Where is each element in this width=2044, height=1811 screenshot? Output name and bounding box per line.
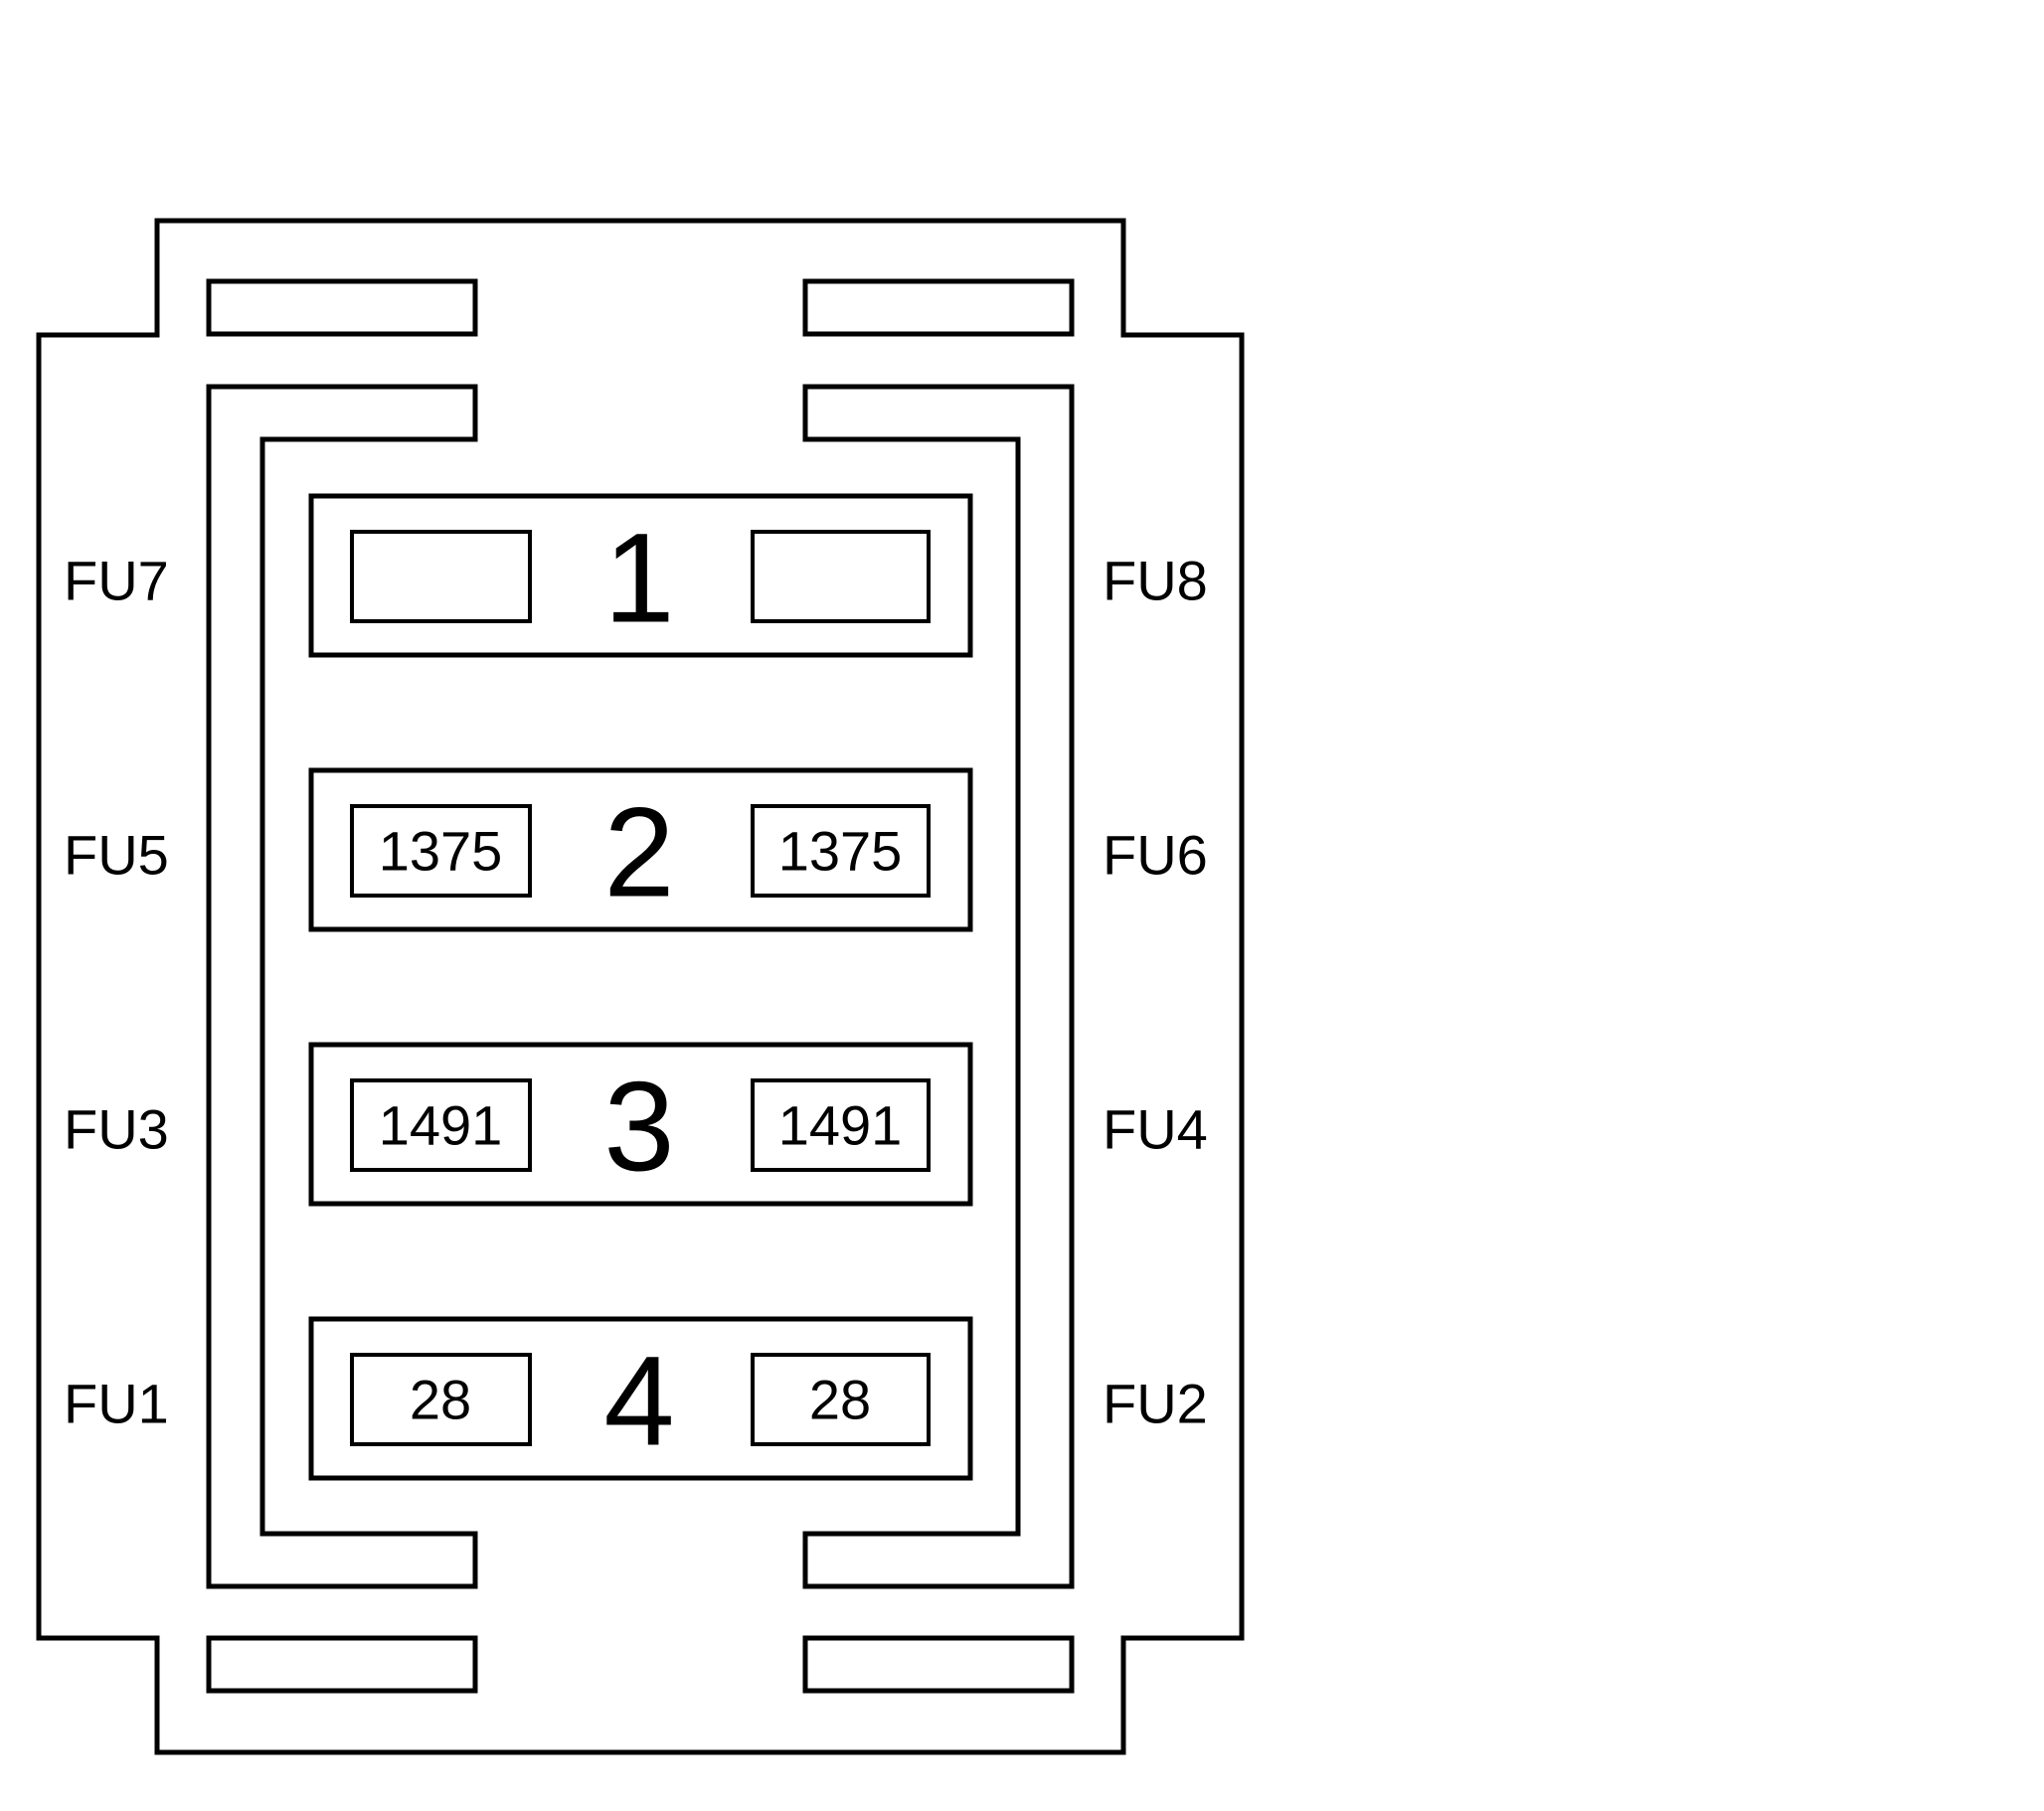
fuse-slot-fu8 bbox=[751, 530, 931, 623]
fuse-label-fu7: FU7 bbox=[64, 550, 169, 612]
housing-outline bbox=[36, 218, 1245, 1755]
fuse-row-4: 28 4 28 bbox=[308, 1316, 973, 1481]
fuse-slot-fu5 bbox=[350, 804, 532, 898]
left-rail bbox=[206, 384, 478, 1589]
fuse-slot-fu4 bbox=[751, 1078, 931, 1172]
fuse-label-fu3: FU3 bbox=[64, 1098, 169, 1161]
fuse-slot-fu3 bbox=[350, 1078, 532, 1172]
fuse-label-fu6: FU6 bbox=[1103, 824, 1208, 887]
fuse-slot-fu4-value: 1491 bbox=[778, 1094, 903, 1157]
top-right-tab bbox=[802, 278, 1075, 337]
fuse-row-4-number: 4 bbox=[603, 1331, 674, 1473]
fuse-slot-fu1-value: 28 bbox=[410, 1369, 471, 1431]
fuse-slot-fu5-value: 1375 bbox=[379, 820, 503, 883]
fuse-slot-fu3-value: 1491 bbox=[379, 1094, 503, 1157]
fuse-row-3: 1491 3 1491 bbox=[308, 1042, 973, 1207]
fuse-label-fu5: FU5 bbox=[64, 824, 169, 887]
fuse-label-fu4: FU4 bbox=[1103, 1098, 1208, 1161]
fuse-slot-fu7 bbox=[350, 530, 532, 623]
fuse-row-1: 1 bbox=[308, 493, 973, 658]
fuse-row-2-number: 2 bbox=[603, 782, 674, 924]
bottom-right-tab bbox=[802, 1635, 1075, 1694]
fuse-label-fu2: FU2 bbox=[1103, 1373, 1208, 1435]
fuse-row-3-number: 3 bbox=[603, 1057, 674, 1199]
fuse-row-1-number: 1 bbox=[603, 508, 674, 650]
fuse-slot-fu6 bbox=[751, 804, 931, 898]
fuse-label-fu1: FU1 bbox=[64, 1373, 169, 1435]
fuse-slot-fu1 bbox=[350, 1353, 532, 1446]
top-left-tab bbox=[206, 278, 478, 337]
fuse-label-fu8: FU8 bbox=[1103, 550, 1208, 612]
right-rail bbox=[802, 384, 1075, 1589]
fuse-row-2: 1375 2 1375 bbox=[308, 767, 973, 932]
fuse-slot-fu6-value: 1375 bbox=[778, 820, 903, 883]
bottom-left-tab bbox=[206, 1635, 478, 1694]
fuse-slot-fu2 bbox=[751, 1353, 931, 1446]
fuse-slot-fu2-value: 28 bbox=[809, 1369, 871, 1431]
